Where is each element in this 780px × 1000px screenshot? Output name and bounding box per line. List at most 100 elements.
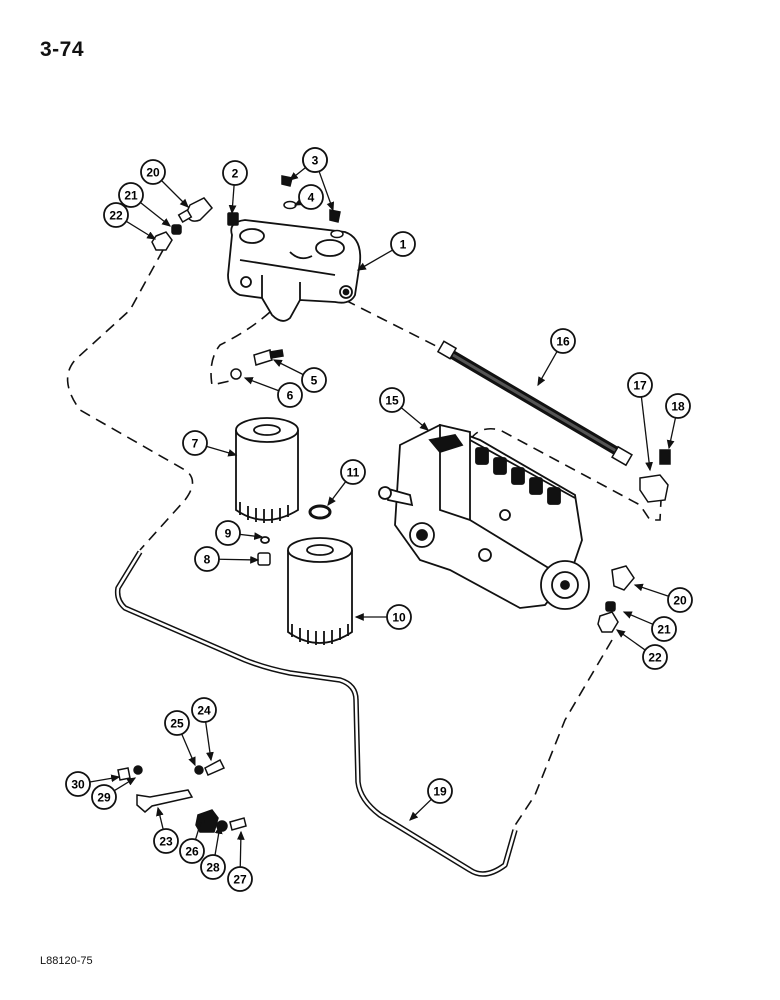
callout-label: 15	[385, 394, 399, 408]
callout-21: 21	[622, 611, 677, 642]
callout-label: 1	[400, 238, 407, 252]
callout-label: 17	[633, 379, 647, 393]
callout-leader	[194, 813, 205, 840]
callout-balloon	[118, 182, 144, 208]
callout-9: 9	[215, 520, 264, 546]
callout-leader	[293, 198, 304, 206]
callout-balloon	[298, 184, 324, 210]
callout-balloon	[103, 202, 129, 228]
callout-balloon	[340, 459, 366, 485]
callout-30: 30	[65, 771, 121, 797]
callout-balloon	[222, 160, 248, 186]
callout-leader	[125, 220, 157, 240]
callout-label: 20	[673, 594, 687, 608]
callout-leader	[236, 830, 245, 868]
callout-leader	[214, 824, 223, 856]
callout-balloon	[379, 387, 405, 413]
callout-balloon	[427, 778, 453, 804]
callout-leader	[218, 555, 260, 564]
callout-group: 1233456789101115161718192020212122222324…	[65, 147, 693, 892]
callout-label: 4	[308, 191, 315, 205]
callout-label: 21	[124, 189, 138, 203]
callout-leader	[205, 721, 214, 762]
callout-leader	[139, 201, 172, 227]
callout-label: 29	[97, 791, 111, 805]
callout-leader	[409, 798, 432, 821]
callout-balloon	[550, 328, 576, 354]
callout-label: 18	[671, 400, 685, 414]
callout-23: 23	[153, 806, 179, 854]
callout-3: 3	[302, 147, 335, 212]
callout-26: 26	[179, 813, 205, 864]
figure-code: L88120-75	[40, 955, 93, 967]
callout-balloon	[194, 546, 220, 572]
callout-label: 30	[71, 778, 85, 792]
callout-leader	[640, 396, 653, 472]
callout-18: 18	[665, 393, 691, 450]
callout-balloon	[667, 587, 693, 613]
callout-leader	[228, 184, 237, 215]
callout-balloon	[642, 644, 668, 670]
callout-5: 5	[272, 359, 327, 393]
callout-balloon	[651, 616, 677, 642]
small-o-ring	[260, 536, 270, 544]
banjo-fitting	[639, 449, 671, 503]
callout-balloon	[227, 866, 253, 892]
callout-leader	[622, 611, 654, 625]
callout-label: 26	[185, 845, 199, 859]
callout-28: 28	[200, 824, 226, 880]
callout-17: 17	[627, 372, 653, 472]
callout-6: 6	[243, 377, 303, 408]
callout-label: 9	[225, 527, 232, 541]
o-ring-seal	[308, 504, 332, 520]
callout-leader	[356, 249, 393, 271]
callout-leader	[272, 359, 304, 376]
filter-head	[227, 219, 362, 322]
callout-balloon	[301, 367, 327, 393]
callout-leader	[181, 733, 196, 767]
callout-24: 24	[191, 697, 217, 762]
callout-11: 11	[327, 459, 366, 507]
drain-plug	[257, 552, 271, 566]
fuel-pipe-hose	[436, 340, 633, 467]
callout-balloon	[302, 147, 328, 173]
callout-leader	[400, 407, 429, 431]
head-hardware	[151, 175, 344, 380]
callout-27: 27	[227, 830, 253, 892]
callout-balloon	[153, 828, 179, 854]
dashed-fuel-lines	[66, 249, 663, 831]
callout-leader	[633, 583, 669, 597]
callout-8: 8	[194, 546, 260, 572]
callout-2: 2	[222, 160, 248, 215]
callout-19: 19	[409, 778, 453, 821]
callout-label: 7	[192, 437, 199, 451]
callout-leader	[537, 351, 558, 387]
callout-leader	[89, 774, 121, 783]
callout-leader	[243, 377, 280, 392]
pump-fittings	[597, 565, 635, 633]
callout-leader	[156, 806, 164, 830]
callout-20: 20	[140, 159, 189, 208]
callout-balloon	[179, 838, 205, 864]
callout-label: 5	[311, 374, 318, 388]
callout-balloon	[65, 771, 91, 797]
callout-balloon	[182, 430, 208, 456]
page-number: 3-74	[40, 38, 85, 61]
callout-label: 19	[433, 785, 447, 799]
callout-label: 6	[287, 389, 294, 403]
callout-label: 2	[232, 167, 239, 181]
callout-balloon	[164, 710, 190, 736]
callout-leader	[206, 445, 238, 457]
callout-label: 25	[170, 717, 184, 731]
callout-25: 25	[164, 710, 196, 767]
callout-leader	[666, 417, 677, 450]
callout-label: 21	[657, 623, 671, 637]
callout-balloon	[386, 604, 412, 630]
callout-label: 28	[206, 861, 220, 875]
callout-balloon	[140, 159, 166, 185]
fuel-filter-upper	[235, 417, 299, 523]
callout-leader	[318, 171, 335, 212]
callout-label: 8	[204, 553, 211, 567]
callout-balloon	[200, 854, 226, 880]
